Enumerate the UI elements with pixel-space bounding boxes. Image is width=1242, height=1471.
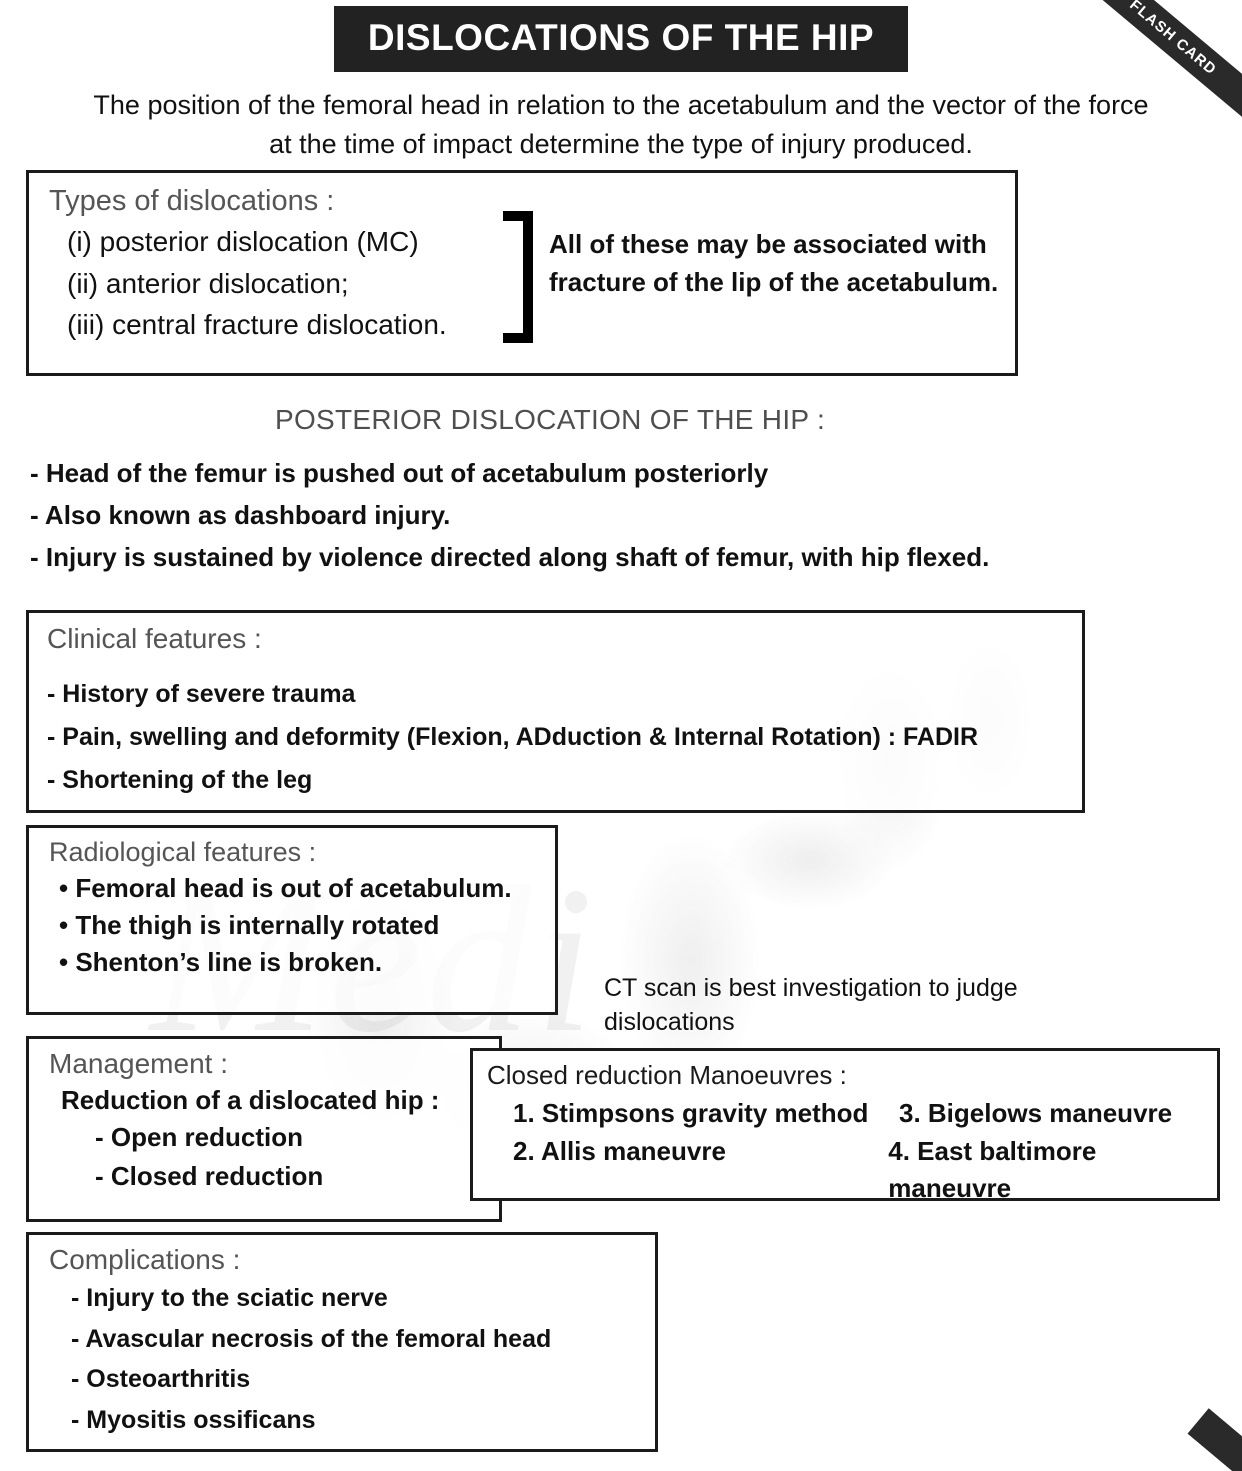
types-heading: Types of dislocations : [49,185,335,217]
list-item: (i) posterior dislocation (MC) [67,226,419,257]
association-note: All of these may be associated with frac… [549,229,999,298]
manoeuvre-1: 1. Stimpsons gravity method [513,1098,869,1128]
page-title: DISLOCATIONS OF THE HIP [333,6,909,72]
complications-box: Complications : - Injury to the sciatic … [26,1232,658,1452]
management-heading: Management : [49,1048,228,1079]
list-item: - Open reduction [95,1122,303,1153]
list-item: - Avascular necrosis of the femoral head [71,1324,552,1353]
manoeuvre-3: 3. Bigelows maneuvre [899,1098,1173,1128]
ct-scan-note: CT scan is best investigation to judge d… [604,974,1018,1036]
clinical-features-heading: Clinical features : [47,623,262,654]
list-item: - History of severe trauma [47,680,356,708]
management-lead: Reduction of a dislocated hip : [61,1085,440,1115]
management-box: Management : Reduction of a dislocated h… [26,1036,502,1222]
list-item: - Pain, swelling and deformity (Flexion,… [47,723,979,751]
types-list: (i) posterior dislocation (MC) (ii) ante… [49,221,1015,346]
list-item: - Head of the femur is pushed out of ace… [30,458,769,488]
radiological-features-list: • Femoral head is out of acetabulum. • T… [49,870,555,981]
flash-card-ribbon-bottom-right: FLASH CARD [1188,1409,1242,1471]
radiological-features-box: Radiological features : • Femoral head i… [26,825,558,1015]
radiological-features-heading: Radiological features : [49,837,317,867]
complications-heading: Complications : [49,1244,241,1275]
list-item: - Shortening of the leg [47,766,313,794]
list-item: - Injury is sustained by violence direct… [30,542,990,573]
closed-reduction-heading: Closed reduction Manoeuvres : [487,1060,847,1090]
list-item: - Osteoarthritis [71,1365,251,1393]
posterior-dislocation-heading: POSTERIOR DISLOCATION OF THE HIP : [274,404,826,435]
types-of-dislocations-box: Types of dislocations : (i) posterior di… [26,170,1018,376]
grouping-bracket-icon [503,211,533,343]
manoeuvre-4: 4. East baltimore maneuvre [888,1135,1097,1204]
list-item: • Shenton’s line is broken. [59,946,383,977]
table-row: 2. Allis maneuvre 4. East baltimore mane… [513,1133,1217,1208]
clinical-features-list: - History of severe trauma - Pain, swell… [47,673,1082,802]
list-item: • Femoral head is out of acetabulum. [59,873,512,903]
clinical-features-box: Clinical features : - History of severe … [26,610,1085,813]
management-list: - Open reduction - Closed reduction [49,1118,499,1196]
list-item: (iii) central fracture dislocation. [67,309,447,341]
table-row: 1. Stimpsons gravity method 3. Bigelows … [513,1095,1217,1133]
list-item: • The thigh is internally rotated [59,909,440,940]
complications-list: - Injury to the sciatic nerve - Avascula… [49,1278,655,1440]
list-item: - Closed reduction [95,1161,324,1192]
manoeuvres-list: 1. Stimpsons gravity method 3. Bigelows … [487,1095,1217,1208]
title-bar: DISLOCATIONS OF THE HIP [0,0,1242,72]
closed-reduction-manoeuvres-box: Closed reduction Manoeuvres : 1. Stimpso… [470,1048,1220,1203]
list-item: - Myositis ossificans [71,1405,316,1434]
list-item: - Injury to the sciatic nerve [71,1284,388,1312]
list-item: - Also known as dashboard injury. [30,500,451,531]
posterior-dislocation-list: - Head of the femur is pushed out of ace… [30,452,1130,578]
manoeuvre-2: 2. Allis maneuvre [513,1135,726,1166]
list-item: (ii) anterior dislocation; [67,267,349,299]
intro-text: The position of the femoral head in rela… [93,90,1149,160]
